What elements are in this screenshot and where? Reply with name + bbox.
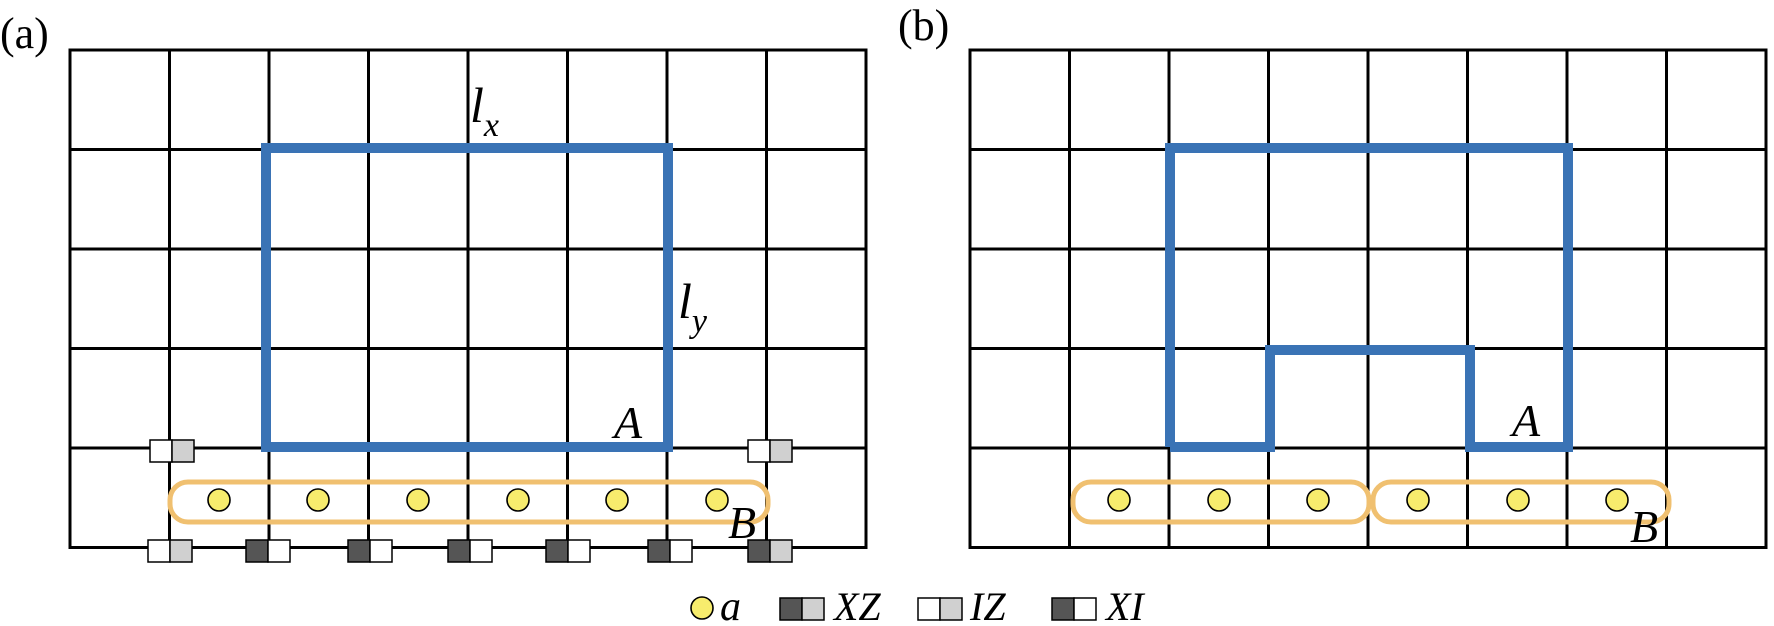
panel-a-sites xyxy=(207,488,729,512)
legend-xz-marker xyxy=(779,597,825,621)
site-marker xyxy=(1107,488,1131,512)
region-a-boundary xyxy=(261,143,673,452)
site-marker xyxy=(1506,488,1530,512)
xi-operator xyxy=(245,539,291,563)
iz-operator xyxy=(149,439,195,463)
region-b-outline xyxy=(167,479,771,525)
panel-a-label: (a) xyxy=(0,9,49,58)
region-b-left-outline xyxy=(1070,479,1372,525)
panel-b-sites xyxy=(1107,488,1629,512)
xi-operator xyxy=(347,539,393,563)
legend-site-marker xyxy=(690,596,714,620)
panel-a: (a) lx ly A B xyxy=(0,9,868,563)
lx-label: lx xyxy=(470,77,499,144)
ly-label: ly xyxy=(678,273,708,340)
site-marker xyxy=(406,488,430,512)
legend-label-iz: IZ xyxy=(969,584,1006,626)
site-marker xyxy=(1406,488,1430,512)
legend-label-xz: XZ xyxy=(832,584,881,626)
site-marker xyxy=(1207,488,1231,512)
site-marker xyxy=(1306,488,1330,512)
region-a-label: A xyxy=(1509,395,1541,446)
site-marker xyxy=(1605,488,1629,512)
panel-a-operators xyxy=(147,439,793,563)
region-a-label: A xyxy=(611,397,643,448)
xi-operator xyxy=(447,539,493,563)
legend-label-xi: XI xyxy=(1104,584,1145,626)
site-marker xyxy=(705,488,729,512)
legend: a XZ IZ XI xyxy=(690,584,1145,626)
iz-operator xyxy=(147,539,193,563)
region-b-label: B xyxy=(1630,501,1658,552)
region-b-label: B xyxy=(728,497,756,548)
region-a-boundary xyxy=(1165,143,1573,452)
legend-iz-marker xyxy=(917,597,963,621)
panel-b-grid xyxy=(968,48,1768,549)
panel-b-label: (b) xyxy=(898,1,949,50)
site-marker xyxy=(605,488,629,512)
site-marker xyxy=(506,488,530,512)
iz-operator xyxy=(747,439,793,463)
site-marker xyxy=(306,488,330,512)
region-b-right-outline xyxy=(1370,479,1672,525)
panel-b: (b) A B xyxy=(898,1,1768,552)
legend-label-a: a xyxy=(720,584,741,626)
xz-operator xyxy=(747,539,793,563)
xi-operator xyxy=(647,539,693,563)
panel-a-grid xyxy=(68,48,868,549)
legend-xi-marker xyxy=(1051,597,1097,621)
site-marker xyxy=(207,488,231,512)
xi-operator xyxy=(545,539,591,563)
